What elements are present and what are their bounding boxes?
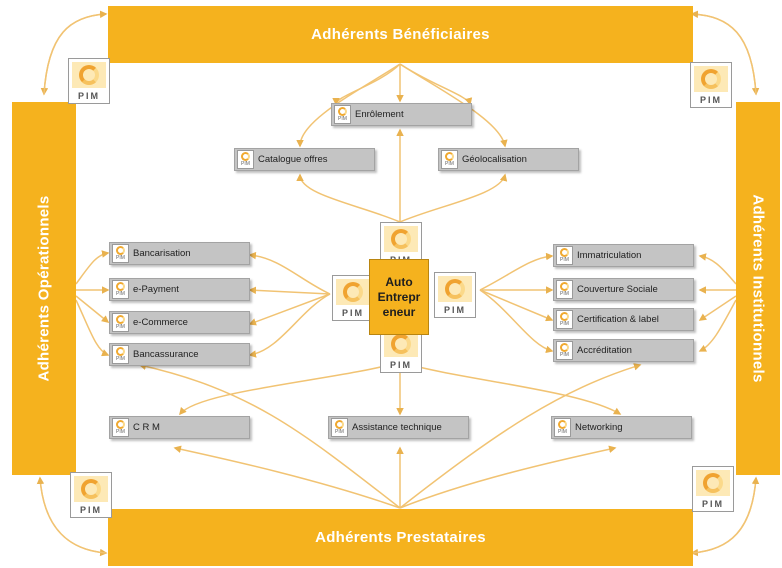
swirl-icon <box>391 229 411 249</box>
pim-logo-text: PIM <box>443 305 466 315</box>
box-label: Géolocalisation <box>462 154 527 165</box>
box-immatriculation: PIM Immatriculation <box>553 244 694 267</box>
box-label: Accréditation <box>577 345 632 356</box>
box-couverture-sociale: PIM Couverture Sociale <box>553 278 694 301</box>
box-label: C R M <box>133 422 160 433</box>
center-label: Auto Entrepr eneur <box>377 274 421 319</box>
bar-adherents-institutionnels: Adhérents Institutionnels <box>736 102 780 475</box>
pim-logo-text: PIM <box>389 360 412 370</box>
pim-logo-bottom-left: PIM <box>70 472 112 518</box>
pim-logo-text: PIM <box>77 91 100 101</box>
box-assistance-technique: PIM Assistance technique <box>328 416 469 439</box>
pim-logo-center-right: PIM <box>434 272 476 318</box>
pim-logo-top-right: PIM <box>690 62 732 108</box>
box-label: Bancassurance <box>133 349 199 360</box>
box-label: Enrôlement <box>355 109 404 120</box>
box-label: Certification & label <box>577 314 659 325</box>
box-e-commerce: PIM e-Commerce <box>109 311 250 334</box>
pim-mini-icon: PIM <box>556 280 573 299</box>
pim-logo-center-left: PIM <box>332 275 374 321</box>
pim-mini-icon: PIM <box>112 418 129 437</box>
pim-mini-icon: PIM <box>112 280 129 299</box>
box-enrolement: PIM Enrôlement <box>331 103 472 126</box>
pim-logo-text: PIM <box>701 499 724 509</box>
pim-mini-icon: PIM <box>331 418 348 437</box>
center-auto-entrepreneur: Auto Entrepr eneur <box>369 259 429 335</box>
box-label: e-Payment <box>133 284 179 295</box>
bar-adherents-beneficiaires: Adhérents Bénéficiaires <box>108 6 693 63</box>
pim-mini-icon: PIM <box>556 310 573 329</box>
pim-mini-icon: PIM <box>441 150 458 169</box>
box-label: Couverture Sociale <box>577 284 658 295</box>
box-bancassurance: PIM Bancassurance <box>109 343 250 366</box>
pim-logo-text: PIM <box>699 95 722 105</box>
box-label: Assistance technique <box>352 422 442 433</box>
box-e-payment: PIM e-Payment <box>109 278 250 301</box>
swirl-icon <box>343 282 363 302</box>
box-label: Networking <box>575 422 623 433</box>
swirl-icon <box>701 69 721 89</box>
pim-logo-text: PIM <box>79 505 102 515</box>
bar-adherents-operationnels: Adhérents Opérationnels <box>12 102 76 475</box>
swirl-icon <box>391 334 411 354</box>
pim-logo-bottom-right: PIM <box>692 466 734 512</box>
pim-logo-top-left: PIM <box>68 58 110 104</box>
box-networking: PIM Networking <box>551 416 692 439</box>
box-label: Immatriculation <box>577 250 642 261</box>
box-label: Catalogue offres <box>258 154 328 165</box>
box-crm: PIM C R M <box>109 416 250 439</box>
box-label: Bancarisation <box>133 248 191 259</box>
pim-mini-icon: PIM <box>556 246 573 265</box>
pim-logo-text: PIM <box>341 308 364 318</box>
bar-adherents-prestataires: Adhérents Prestataires <box>108 509 693 566</box>
box-geolocalisation: PIM Géolocalisation <box>438 148 579 171</box>
box-catalogue-offres: PIM Catalogue offres <box>234 148 375 171</box>
bar-left-label: Adhérents Opérationnels <box>35 195 53 382</box>
pim-mini-icon: PIM <box>112 345 129 364</box>
pim-mini-icon: PIM <box>237 150 254 169</box>
swirl-icon <box>703 473 723 493</box>
pim-mini-icon: PIM <box>112 244 129 263</box>
box-label: e-Commerce <box>133 317 188 328</box>
bar-right-label: Adhérents Institutionnels <box>749 194 767 383</box>
pim-mini-icon: PIM <box>554 418 571 437</box>
pim-mini-icon: PIM <box>112 313 129 332</box>
box-accreditation: PIM Accréditation <box>553 339 694 362</box>
swirl-icon <box>445 279 465 299</box>
box-certification-label: PIM Certification & label <box>553 308 694 331</box>
swirl-icon <box>79 65 99 85</box>
box-bancarisation: PIM Bancarisation <box>109 242 250 265</box>
pim-mini-icon: PIM <box>334 105 351 124</box>
swirl-icon <box>81 479 101 499</box>
pim-mini-icon: PIM <box>556 341 573 360</box>
